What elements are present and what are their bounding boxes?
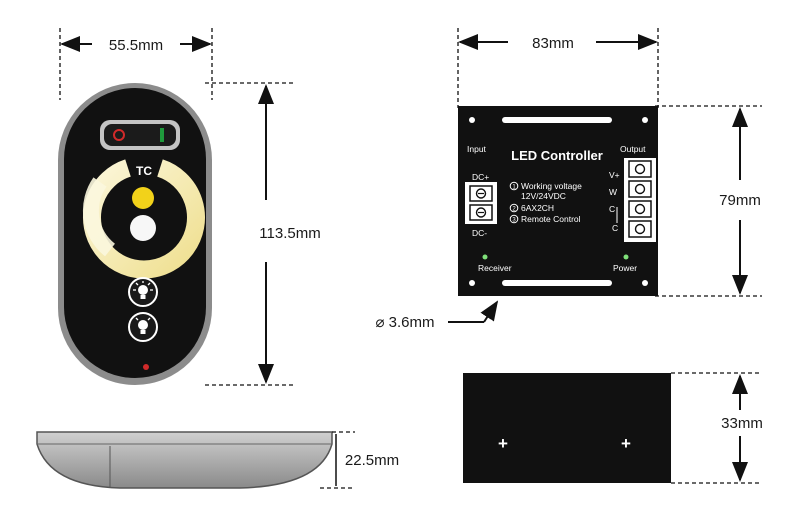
touch-dimmer-ring[interactable] <box>82 159 205 279</box>
controller-width-dimension: 83mm <box>457 28 659 108</box>
receiver-led <box>482 254 488 260</box>
controller-title: LED Controller <box>511 148 603 163</box>
power-led <box>623 254 629 260</box>
mounting-tab-bottom <box>469 280 648 286</box>
remote-control: TC <box>58 83 212 385</box>
mounting-tab-top <box>469 117 648 123</box>
power-on-icon <box>160 128 164 142</box>
receiver-label: Receiver <box>478 263 512 273</box>
spec-voltage-value: 12V/24VDC <box>521 191 566 201</box>
hole-diameter-callout: ⌀ 3.6mm <box>375 300 499 331</box>
power-off-icon <box>113 129 125 141</box>
power-switch[interactable] <box>100 120 180 150</box>
remote-depth-label: 22.5mm <box>345 452 399 469</box>
power-label: Power <box>613 263 637 273</box>
controller-depth-label: 33mm <box>721 415 763 432</box>
controller-width-label: 83mm <box>532 35 574 52</box>
led-controller-side-view: + + <box>463 373 671 483</box>
warm-white-button[interactable] <box>132 187 154 209</box>
spec-current: 6AX2CH <box>521 203 554 213</box>
bulb-bright-icon <box>133 281 153 299</box>
spec-list: 1 Working voltage 12V/24VDC 2 6AX2CH 3 R… <box>509 181 582 224</box>
remote-height-label: 113.5mm <box>259 225 320 242</box>
input-terminal-block <box>465 182 497 224</box>
remote-depth-dimension: 22.5mm <box>320 431 399 489</box>
input-label: Input <box>467 144 487 154</box>
output-vplus-label: V+ <box>609 170 620 180</box>
remote-width-dimension: 55.5mm <box>59 28 213 100</box>
output-c1-label: C <box>609 204 615 214</box>
output-label: Output <box>620 144 646 154</box>
brightness-down-button[interactable] <box>128 312 158 342</box>
dc-minus-label: DC- <box>472 228 487 238</box>
output-terminal-block <box>624 158 656 242</box>
remote-height-dimension: 113.5mm <box>205 82 321 386</box>
svg-text:1: 1 <box>512 185 516 191</box>
brightness-up-button[interactable] <box>128 277 158 307</box>
output-c2-label: C <box>612 223 618 233</box>
output-w-label: W <box>609 187 617 197</box>
plus-mark-left: + <box>498 434 508 453</box>
svg-text:2: 2 <box>512 207 516 213</box>
bulb-dim-icon <box>135 317 151 334</box>
hole-diameter-label: ⌀ 3.6mm <box>375 314 434 331</box>
cool-white-button[interactable] <box>130 215 156 241</box>
dc-plus-label: DC+ <box>472 172 489 182</box>
remote-indicator-led <box>143 364 149 370</box>
controller-height-dimension: 79mm <box>655 105 762 297</box>
remote-width-label: 55.5mm <box>109 37 163 54</box>
spec-working-voltage: Working voltage <box>521 181 582 191</box>
led-controller-top-view: Input Output LED Controller DC+ DC- 1 Wo… <box>458 106 658 296</box>
controller-height-label: 79mm <box>719 192 761 209</box>
controller-depth-dimension: 33mm <box>671 372 763 484</box>
svg-text:3: 3 <box>512 218 516 224</box>
remote-logo: TC <box>136 164 152 178</box>
spec-remote-control: Remote Control <box>521 214 581 224</box>
plus-mark-right: + <box>621 434 631 453</box>
remote-side-view <box>36 431 333 489</box>
